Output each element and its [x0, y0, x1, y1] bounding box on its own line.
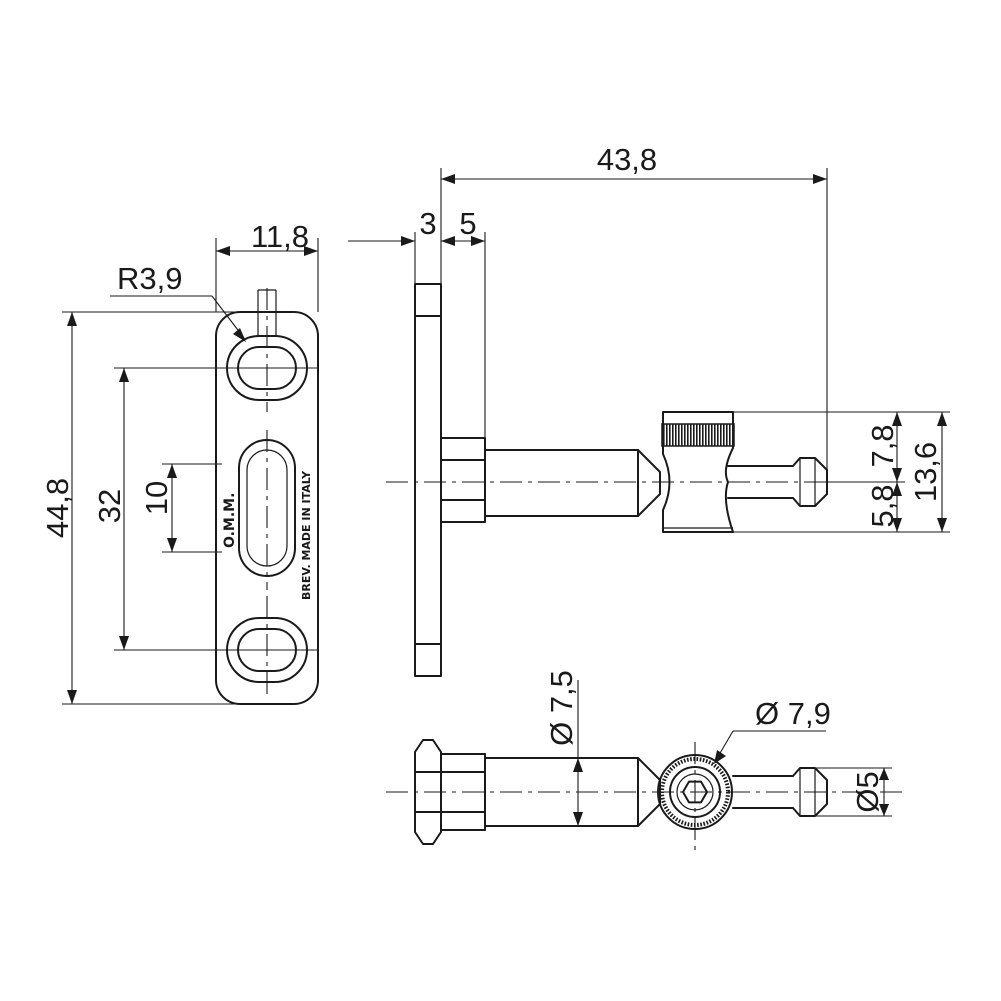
dimension-pin-diameter: Ø 7,5 [544, 670, 583, 826]
plate-outline [215, 311, 319, 705]
dimension-center-slot: 10 [139, 463, 222, 553]
plate-side [414, 283, 442, 677]
plate-front-view: O.M.M. BREV. MADE IN ITALY 11,8 R3,9 44,… [40, 219, 319, 705]
dimension-overall-length: 43,8 [440, 142, 828, 470]
dimension-label: 44,8 [40, 478, 75, 538]
origin-marking: BREV. MADE IN ITALY [300, 470, 313, 600]
brand-marking: O.M.M. [222, 493, 238, 548]
dimension-label: 32 [92, 489, 127, 523]
dimension-plate-width: 11,8 [215, 219, 319, 312]
dimension-slot-radius: R3,9 [110, 261, 246, 342]
side-view: 43,8 3 5 7,8 5,8 [348, 142, 950, 677]
dimension-label: 11,8 [251, 219, 309, 254]
dimension-label: 5,8 [865, 484, 900, 527]
dimension-boss-length: 5 [441, 206, 486, 438]
shaft-side [484, 449, 661, 517]
dimension-label: 3 [419, 206, 436, 241]
dimension-label: 13,6 [908, 442, 943, 502]
dimension-plate-height: 44,8 [40, 311, 240, 705]
dimension-head-offsets: 7,8 5,8 13,6 [733, 411, 950, 533]
dimension-slot-spacing: 32 [92, 367, 318, 651]
dimension-label: 43,8 [597, 142, 657, 177]
dimension-label: 10 [139, 481, 174, 515]
hex-flange-top [414, 739, 442, 845]
dimension-label: R3,9 [117, 261, 182, 296]
dimension-label: Ø 7,9 [755, 696, 831, 731]
boss-side [440, 437, 486, 523]
dimension-tip-diameter: Ø5 [815, 767, 892, 817]
dimension-label: 7,8 [865, 424, 900, 467]
dimension-label: Ø 7,5 [544, 670, 579, 746]
knurled-head-side [661, 411, 735, 533]
dimension-plate-thickness: 3 [348, 206, 455, 284]
dimension-label: 5 [459, 206, 476, 241]
top-view: Ø 7,5 Ø 7,9 Ø5 [386, 670, 905, 850]
dimension-label: Ø5 [850, 771, 885, 812]
dimension-head-diameter: Ø 7,9 [714, 696, 831, 764]
tip-top [732, 767, 828, 817]
